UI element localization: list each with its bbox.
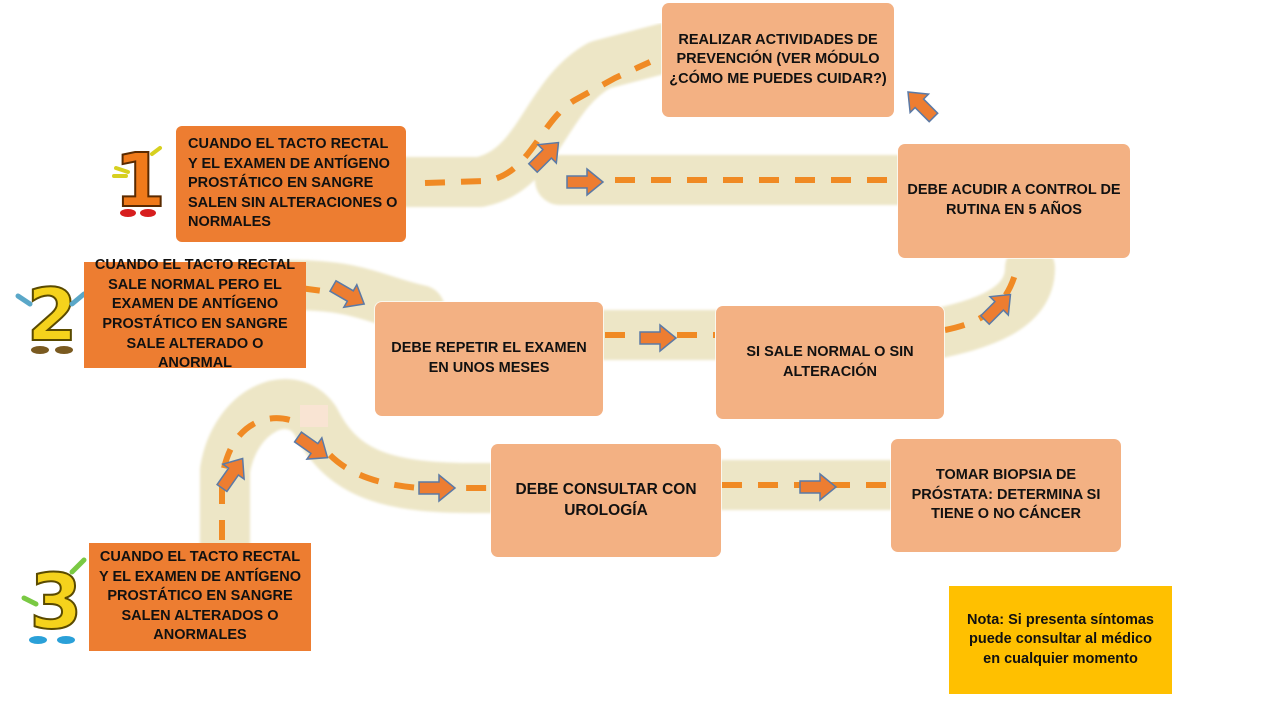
biopsy-box: TOMAR BIOPSIA DE PRÓSTATA: DETERMINA SI … [891,439,1121,552]
prevention-box: REALIZAR ACTIVIDADES DE PREVENCIÓN (VER … [662,3,894,117]
routine-control-box: DEBE ACUDIR A CONTROL DE RUTINA EN 5 AÑO… [898,144,1130,258]
arrow-icon [907,91,939,123]
arrow-icon [418,473,457,503]
arrow-icon [216,457,245,493]
number-one-mascot: 1 [112,140,167,218]
arrow-icon [639,323,678,353]
arrow-icon [979,293,1012,326]
dash-1 [424,59,652,186]
arrow-icon [566,167,605,197]
road-1 [370,23,690,207]
arrow-icon [293,431,329,460]
arrow-icon [799,472,838,502]
condition-box-1: CUANDO EL TACTO RECTAL Y EL EXAMEN DE AN… [176,126,406,242]
road-patch [300,405,328,427]
condition-box-2: CUANDO EL TACTO RECTAL SALE NORMAL PERO … [84,257,306,371]
arrow-icon [328,279,366,309]
svg-text:1: 1 [114,140,166,218]
condition-box-3: CUANDO EL TACTO RECTAL Y EL EXAMEN DE AN… [89,543,311,651]
number-three-mascot: 3 [21,556,87,647]
svg-text:2: 2 [27,276,77,356]
note-box: Nota: Si presenta síntomas puede consult… [949,586,1172,694]
normal-result-box: SI SALE NORMAL O SIN ALTERACIÓN [716,306,944,419]
arrow-icon [527,141,560,174]
number-two-mascot: 2 [15,276,87,356]
urology-box: DEBE CONSULTAR CON UROLOGÍA [491,444,721,557]
repeat-exam-box: DEBE REPETIR EL EXAMEN EN UNOS MESES [375,302,603,416]
dash-3b [327,452,490,491]
dash-3 [219,415,291,540]
